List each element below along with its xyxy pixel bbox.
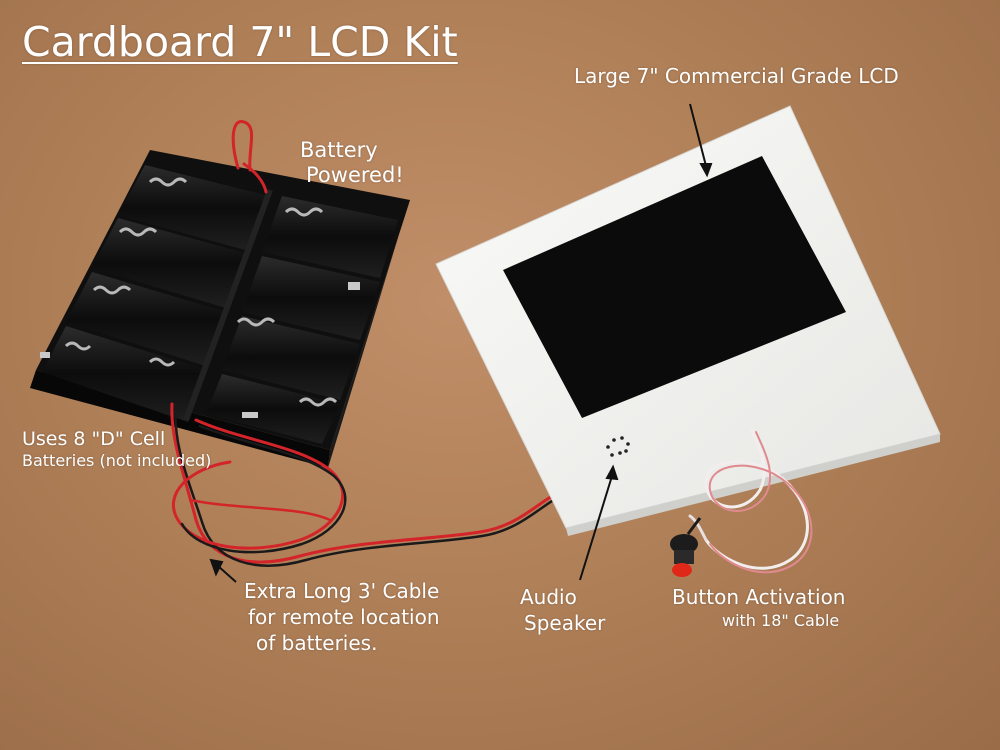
speaker-arrow [579, 475, 613, 581]
cable-callout-line3: of batteries. [256, 631, 378, 655]
speaker-callout-line1: Audio [520, 585, 577, 609]
battery-callout: Battery Powered! [300, 138, 404, 188]
cable-callout-line1: Extra Long 3' Cable [244, 579, 440, 603]
button-callout: Button Activation with 18" Cable [672, 585, 845, 633]
dcell-callout-line1: Uses 8 "D" Cell [22, 428, 166, 450]
cable-callout: Extra Long 3' Cable for remote location … [244, 578, 440, 656]
cable-callout-line2: for remote location [248, 605, 440, 629]
photo-title: Cardboard 7" LCD Kit [22, 18, 458, 66]
button-callout-line2: with 18" Cable [722, 611, 840, 630]
lcd-arrow [689, 103, 707, 167]
battery-terminals [40, 282, 360, 418]
lcd-callout: Large 7" Commercial Grade LCD [574, 64, 899, 88]
lcd-arrow-head [699, 163, 713, 178]
battery-callout-line1: Battery [300, 138, 378, 162]
battery-holder [30, 150, 410, 468]
speaker-arrow-head [605, 464, 619, 481]
callout-arrows [209, 103, 713, 583]
speaker-holes [606, 436, 630, 457]
button-cable [688, 428, 813, 574]
lcd-cardboard-frame [435, 105, 941, 536]
cable-arrow-head [209, 558, 224, 577]
dcell-callout-line2: Batteries (not included) [22, 451, 212, 470]
speaker-callout-line2: Speaker [524, 611, 606, 635]
battery-cable [170, 120, 564, 567]
cable-arrow [217, 565, 237, 583]
push-button [670, 517, 702, 577]
battery-callout-line2: Powered! [306, 163, 404, 187]
lcd-screen [503, 156, 846, 418]
battery-cells-right [206, 196, 398, 444]
battery-springs [64, 177, 338, 407]
dcell-callout: Uses 8 "D" Cell Batteries (not included) [22, 428, 211, 472]
speaker-callout: Audio Speaker [520, 584, 605, 636]
button-callout-line1: Button Activation [672, 585, 846, 609]
